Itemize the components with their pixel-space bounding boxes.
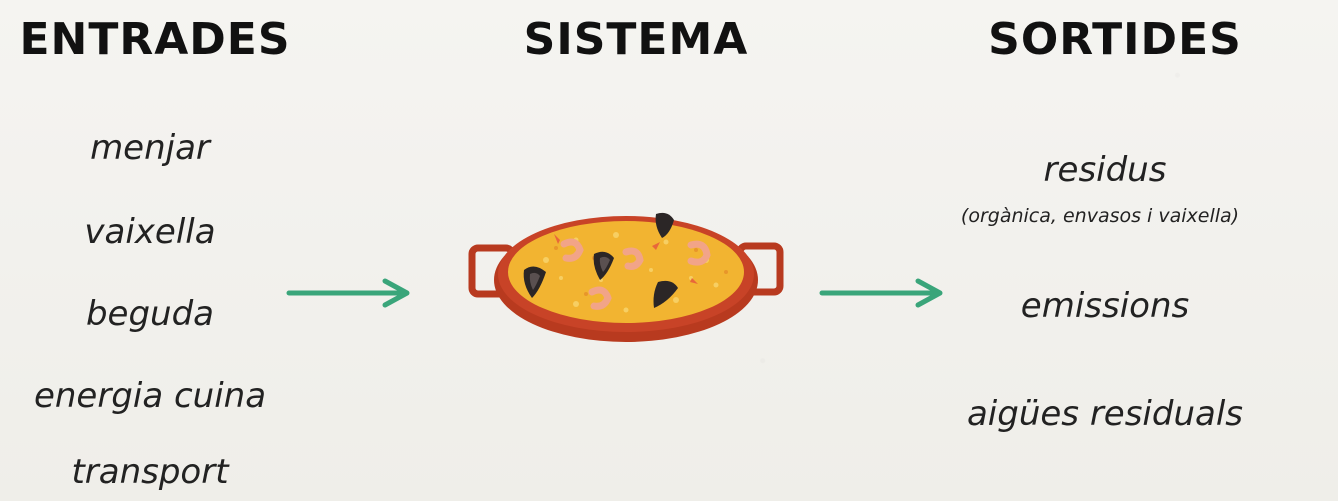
- input-arrow-icon: [285, 276, 415, 310]
- output-item-residus-note: (orgànica, envasos i vaixella): [870, 205, 1330, 227]
- inputs-heading: ENTRADES: [0, 14, 325, 65]
- input-item-beguda: beguda: [0, 294, 300, 334]
- input-item-menjar: menjar: [0, 128, 300, 168]
- output-item-emissions: emissions: [895, 286, 1315, 326]
- output-item-aigues-residuals: aigües residuals: [895, 394, 1315, 434]
- paella-pan-icon: [466, 200, 786, 350]
- input-item-vaixella: vaixella: [0, 212, 300, 252]
- system-heading: SISTEMA: [466, 14, 806, 65]
- outputs-heading: SORTIDES: [945, 14, 1285, 65]
- input-item-energia-cuina: energia cuina: [0, 376, 300, 416]
- input-item-transport: transport: [0, 452, 300, 492]
- output-item-residus: residus: [895, 150, 1315, 190]
